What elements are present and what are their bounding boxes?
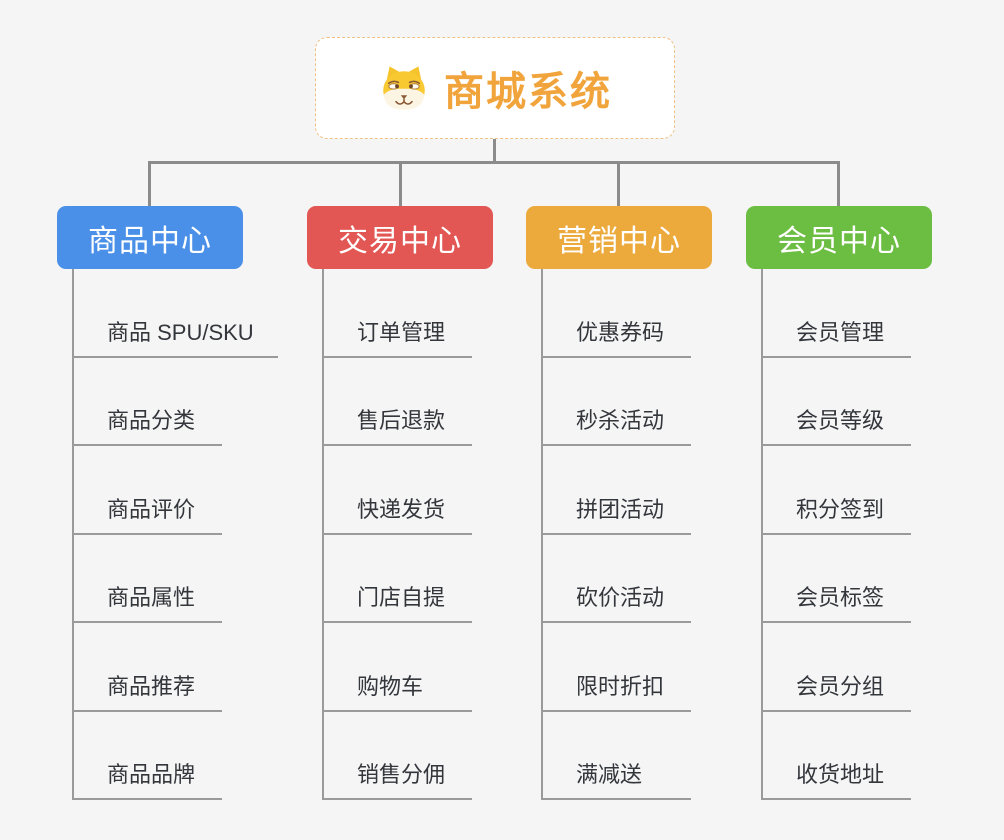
leaf-node[interactable]: 秒杀活动 xyxy=(541,358,691,446)
leaf-node[interactable]: 优惠券码 xyxy=(541,269,691,358)
leaf-label: 积分签到 xyxy=(796,496,885,522)
leaf-node[interactable]: 售后退款 xyxy=(322,358,472,446)
leaf-label: 门店自提 xyxy=(357,585,446,610)
leaf-label: 销售分佣 xyxy=(357,762,446,787)
leaf-label: 商品品牌 xyxy=(107,762,196,787)
branch-products: 商品中心 商品 SPU/SKU 商品分类 商品评价 商品属性 商品推荐 商品品牌 xyxy=(57,206,307,800)
leaf-node[interactable]: 会员等级 xyxy=(761,358,911,446)
leaf-label: 售后退款 xyxy=(357,408,446,433)
leaf-label: 商品评价 xyxy=(107,496,196,522)
leaf-node[interactable]: 商品属性 xyxy=(72,535,222,623)
branch-members: 会员中心 会员管理 会员等级 积分签到 会员标签 会员分组 收货地址 xyxy=(746,206,996,800)
connector-horizontal-bar xyxy=(148,161,840,164)
leaf-node[interactable]: 拼团活动 xyxy=(541,446,691,535)
leaf-label: 收货地址 xyxy=(796,762,885,787)
leaf-label: 商品推荐 xyxy=(107,673,196,699)
leaf-label: 购物车 xyxy=(357,673,424,699)
connector-drop-marketing xyxy=(617,161,620,206)
leaf-node[interactable]: 限时折扣 xyxy=(541,623,691,712)
leaf-node[interactable]: 积分签到 xyxy=(761,446,911,535)
branch-node-members[interactable]: 会员中心 xyxy=(746,206,932,269)
branch-trade-items: 订单管理 售后退款 快递发货 门店自提 购物车 销售分佣 xyxy=(307,269,557,800)
connector-drop-members xyxy=(837,161,840,206)
leaf-label: 拼团活动 xyxy=(576,496,665,522)
connector-drop-products xyxy=(148,161,151,206)
leaf-label: 会员等级 xyxy=(796,408,885,433)
connector-root-stem xyxy=(493,139,496,164)
branch-products-items: 商品 SPU/SKU 商品分类 商品评价 商品属性 商品推荐 商品品牌 xyxy=(57,269,307,800)
leaf-node[interactable]: 商品品牌 xyxy=(72,712,222,800)
dog-face-icon xyxy=(383,66,425,110)
connector-drop-trade xyxy=(399,161,402,206)
branch-marketing-items: 优惠券码 秒杀活动 拼团活动 砍价活动 限时折扣 满减送 xyxy=(526,269,776,800)
branch-trade: 交易中心 订单管理 售后退款 快递发货 门店自提 购物车 销售分佣 xyxy=(307,206,557,800)
leaf-node[interactable]: 商品评价 xyxy=(72,446,222,535)
branch-marketing: 营销中心 优惠券码 秒杀活动 拼团活动 砍价活动 限时折扣 满减送 xyxy=(526,206,776,800)
leaf-node[interactable]: 订单管理 xyxy=(322,269,472,358)
branch-node-marketing[interactable]: 营销中心 xyxy=(526,206,712,269)
leaf-label: 限时折扣 xyxy=(576,673,665,699)
leaf-node[interactable]: 会员分组 xyxy=(761,623,911,712)
leaf-label: 秒杀活动 xyxy=(576,408,665,433)
root-title: 商城系统 xyxy=(444,70,612,114)
leaf-node[interactable]: 砍价活动 xyxy=(541,535,691,623)
leaf-label: 会员管理 xyxy=(796,319,885,345)
leaf-label: 订单管理 xyxy=(357,319,446,345)
leaf-node[interactable]: 门店自提 xyxy=(322,535,472,623)
leaf-label: 快递发货 xyxy=(357,496,446,522)
branch-node-trade[interactable]: 交易中心 xyxy=(307,206,493,269)
leaf-label: 商品 SPU/SKU xyxy=(107,319,254,345)
leaf-label: 商品分类 xyxy=(107,408,196,433)
leaf-label: 砍价活动 xyxy=(576,585,665,610)
leaf-label: 优惠券码 xyxy=(576,319,665,345)
leaf-node[interactable]: 快递发货 xyxy=(322,446,472,535)
leaf-label: 会员标签 xyxy=(796,585,885,610)
leaf-node[interactable]: 商品 SPU/SKU xyxy=(72,269,278,358)
leaf-node[interactable]: 销售分佣 xyxy=(322,712,472,800)
leaf-label: 商品属性 xyxy=(107,585,196,610)
branch-node-products[interactable]: 商品中心 xyxy=(57,206,243,269)
leaf-node[interactable]: 收货地址 xyxy=(761,712,911,800)
leaf-node[interactable]: 商品推荐 xyxy=(72,623,222,712)
leaf-node[interactable]: 商品分类 xyxy=(72,358,222,446)
leaf-node[interactable]: 满减送 xyxy=(541,712,691,800)
leaf-label: 满减送 xyxy=(576,762,643,787)
leaf-node[interactable]: 会员管理 xyxy=(761,269,911,358)
leaf-node[interactable]: 购物车 xyxy=(322,623,472,712)
branch-members-items: 会员管理 会员等级 积分签到 会员标签 会员分组 收货地址 xyxy=(746,269,996,800)
leaf-node[interactable]: 会员标签 xyxy=(761,535,911,623)
leaf-label: 会员分组 xyxy=(796,673,885,699)
root-node[interactable]: 商城系统 xyxy=(315,37,675,139)
